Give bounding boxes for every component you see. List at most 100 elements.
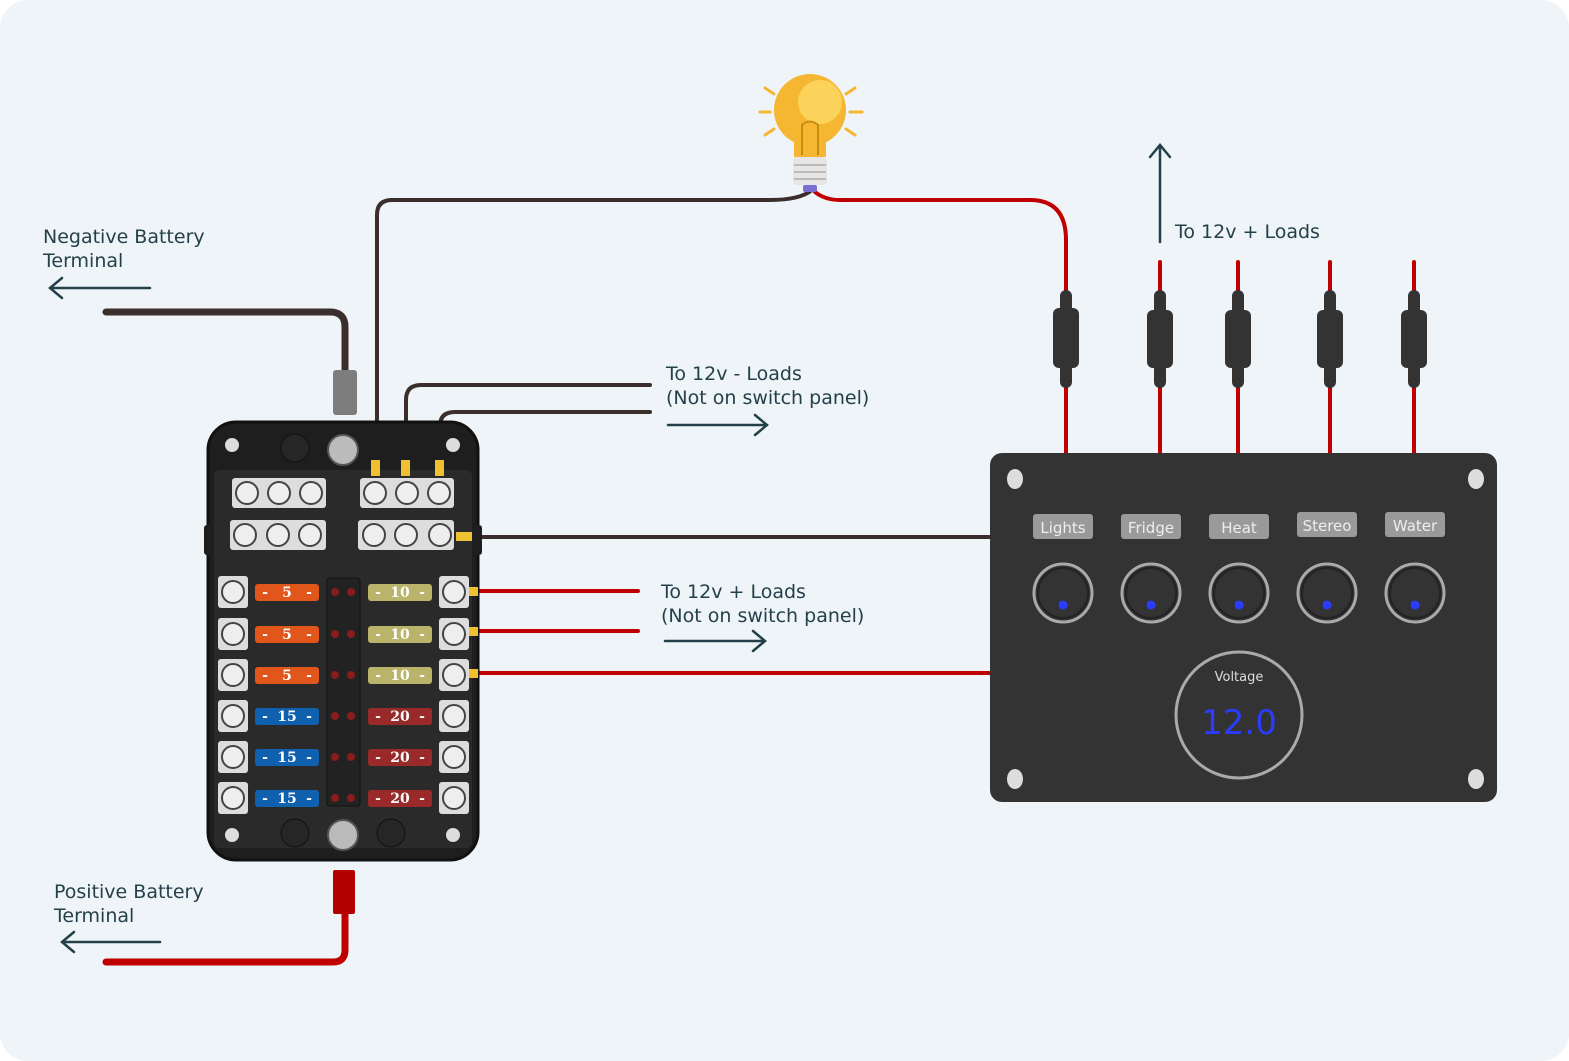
- fuse-indicator-led: [331, 794, 339, 802]
- fuse-dash: -: [419, 627, 425, 643]
- fuse-dash: -: [306, 627, 312, 643]
- switch-fridge[interactable]: Fridge: [1120, 514, 1182, 624]
- blade-fuse[interactable]: 5--: [255, 626, 319, 643]
- fuse-indicator-led: [331, 753, 339, 761]
- fuse-dash: -: [375, 709, 381, 725]
- negative-bus-bars: [230, 478, 454, 550]
- fuse-row: 5--10--: [218, 618, 469, 650]
- blade-fuse[interactable]: 5--: [255, 584, 319, 601]
- fuse-indicator-led: [347, 712, 355, 720]
- fuse-rows: 5--10--5--10--5--10--15--20--15--20--15-…: [218, 576, 469, 814]
- fuse-row: 15--20--: [218, 782, 469, 814]
- inline-fuse-holder: [1225, 290, 1251, 388]
- arrow-right-icon: [663, 629, 767, 653]
- fuse-dash: -: [419, 750, 425, 766]
- fuse-rating: 5: [282, 668, 292, 684]
- positive-battery-label-1: Positive Battery: [54, 881, 204, 903]
- switch-heat[interactable]: Heat: [1208, 514, 1270, 624]
- fuse-rating: 20: [390, 791, 410, 807]
- blade-fuse[interactable]: 20--: [368, 708, 432, 725]
- negative-battery-label-1: Negative Battery: [43, 226, 205, 248]
- light-bulb-icon: [758, 74, 864, 192]
- blade-fuse[interactable]: 15--: [255, 708, 319, 725]
- switch-label: Lights: [1040, 519, 1085, 537]
- inline-fuse-holders: [1053, 290, 1427, 388]
- fuse-dash: -: [262, 585, 268, 601]
- fuse-dash: -: [375, 585, 381, 601]
- fuse-dash: -: [262, 791, 268, 807]
- rocker-switch[interactable]: [1208, 562, 1270, 624]
- led-indicator-icon: [1410, 600, 1420, 610]
- fuse-dash: -: [375, 668, 381, 684]
- fuse-indicator-led: [347, 753, 355, 761]
- negative-stud: [327, 434, 359, 466]
- rocker-switch[interactable]: [1032, 562, 1094, 624]
- switch-label: Stereo: [1303, 517, 1352, 535]
- arrows: [48, 143, 1172, 954]
- inline-fuse-holder: [1317, 290, 1343, 388]
- switch-panel: Lights Fridge Heat Stereo Water Voltage 12.0: [990, 453, 1497, 802]
- fuse-rating: 15: [277, 791, 296, 807]
- inline-fuse-holder: [1401, 290, 1427, 388]
- fuse-dash: -: [419, 585, 425, 601]
- blade-fuse[interactable]: 15--: [255, 749, 319, 766]
- neg-loads-label-2: (Not on switch panel): [666, 387, 869, 409]
- negative-ring-connector: [333, 370, 357, 415]
- fuse-dash: -: [262, 750, 268, 766]
- crimp-terminals: [371, 460, 478, 678]
- fuse-rating: 20: [390, 709, 410, 725]
- arrow-right-icon: [666, 413, 769, 437]
- bulb-negative-wire: [375, 188, 814, 464]
- fuse-rating: 5: [282, 585, 292, 601]
- switch-lights[interactable]: Lights: [1032, 514, 1094, 624]
- blade-fuse[interactable]: 20--: [368, 749, 432, 766]
- fuse-rating: 10: [390, 585, 410, 601]
- voltmeter: Voltage 12.0: [1174, 650, 1304, 780]
- led-indicator-icon: [1146, 600, 1156, 610]
- negative-battery-wire: [102, 308, 349, 384]
- fuse-indicator-led: [347, 671, 355, 679]
- arrow-up-icon: [1148, 143, 1172, 244]
- fuse-rating: 5: [282, 627, 292, 643]
- voltage-label: Voltage: [1215, 670, 1264, 685]
- fuse-dash: -: [375, 791, 381, 807]
- voltage-value: 12.0: [1201, 703, 1277, 743]
- fuse-indicator-led: [347, 588, 355, 596]
- blade-fuse[interactable]: 10--: [368, 626, 432, 643]
- fuse-indicator-led: [331, 712, 339, 720]
- pos-loads-label-2: (Not on switch panel): [661, 605, 864, 627]
- fuse-indicator-led: [331, 671, 339, 679]
- switch-label: Water: [1393, 517, 1438, 535]
- blade-fuse[interactable]: 20- -: [368, 790, 432, 807]
- blade-fuse[interactable]: 5--: [255, 667, 319, 684]
- fuse-row: 5--10--: [218, 659, 469, 691]
- blade-fuse[interactable]: 15- -: [255, 790, 319, 807]
- rocker-switch[interactable]: [1296, 562, 1358, 624]
- fuse-dash: -: [375, 627, 381, 643]
- switches: Lights Fridge Heat Stereo Water: [1032, 512, 1446, 624]
- rocker-switch[interactable]: [1384, 562, 1446, 624]
- switch-water[interactable]: Water: [1384, 512, 1446, 624]
- fuse-indicator-led: [347, 630, 355, 638]
- fuse-dash: -: [306, 791, 312, 807]
- blade-fuse[interactable]: 10- -: [368, 584, 432, 601]
- negative-battery-label-2: Terminal: [42, 250, 123, 272]
- switch-label: Heat: [1221, 519, 1257, 537]
- fuse-indicator-led: [347, 794, 355, 802]
- panel-mounting-holes: [1007, 469, 1484, 789]
- neg-loads-label-1: To 12v - Loads: [665, 363, 802, 385]
- positive-ring-connector: [333, 870, 355, 914]
- fuse-row: 5--10--: [218, 576, 469, 608]
- bulb-positive-wire: [813, 190, 1068, 457]
- blade-fuse[interactable]: 10--: [368, 667, 432, 684]
- mounting-holes: [225, 438, 460, 842]
- fuse-row: 15--20--: [218, 741, 469, 773]
- fuse-row: 15-- 20--: [218, 700, 469, 732]
- neg-load-wire-1: [404, 383, 652, 464]
- switch-stereo[interactable]: Stereo: [1296, 512, 1358, 624]
- fuse-dash: -: [306, 750, 312, 766]
- fuse-dash: -: [419, 791, 425, 807]
- rocker-switch[interactable]: [1120, 562, 1182, 624]
- fuse-dash: -: [306, 668, 312, 684]
